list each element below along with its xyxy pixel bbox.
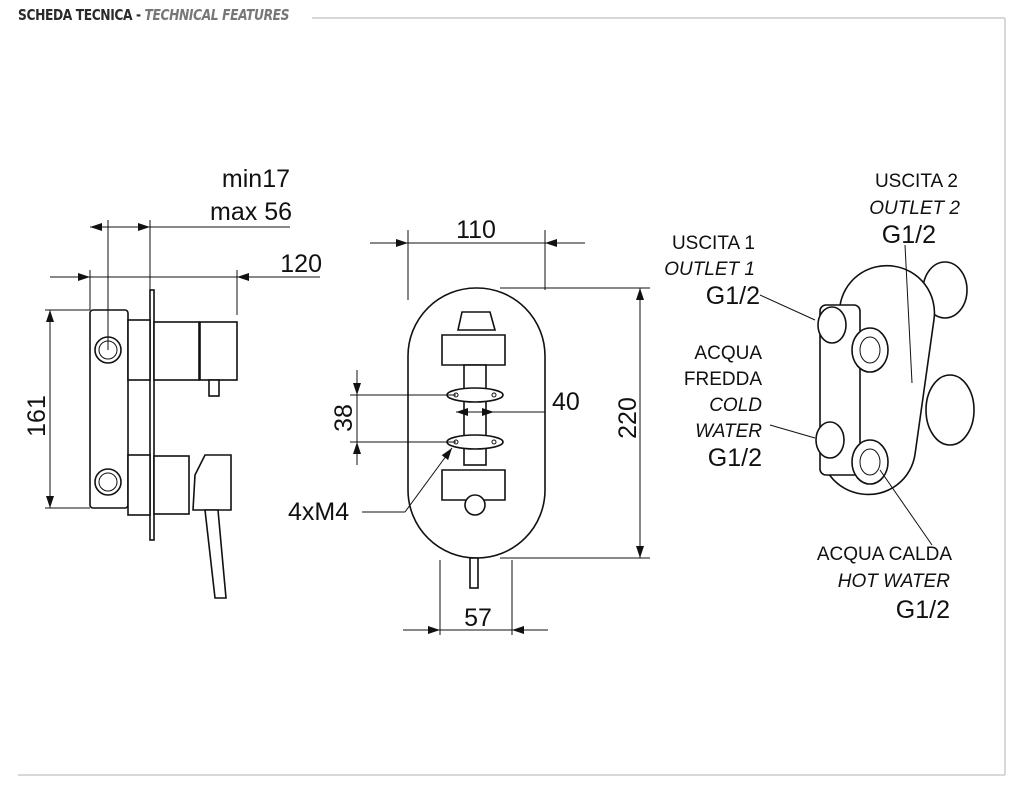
cold-en2: WATER — [695, 421, 762, 442]
label-outlet-1: USCITA 1 OUTLET 1 G1/2 — [664, 233, 760, 310]
label-hot-water: ACQUA CALDA HOT WATER G1/2 — [817, 544, 952, 624]
hot-size: G1/2 — [896, 596, 950, 624]
dim-screw-vertical: 38 — [330, 404, 358, 432]
hot-it: ACQUA CALDA — [817, 544, 952, 565]
outlet1-it: USCITA 1 — [672, 233, 755, 254]
front-view: 110 220 38 40 4xM4 57 — [288, 216, 650, 635]
hot-en: HOT WATER — [838, 571, 951, 592]
page-header: SCHEDA TECNICA - TECHNICAL FEATURES — [18, 6, 290, 24]
dim-depth-max: max 56 — [210, 198, 292, 226]
cold-it2: FREDDA — [684, 369, 762, 390]
dim-depth-min: min17 — [222, 165, 290, 193]
cold-en1: COLD — [709, 395, 762, 416]
outlet2-it: USCITA 2 — [875, 171, 958, 192]
header-title-it: SCHEDA TECNICA — [18, 6, 133, 24]
dim-bottom-width: 57 — [464, 604, 492, 632]
page-frame — [18, 17, 1006, 776]
outlet2-size: G1/2 — [882, 221, 936, 249]
label-outlet-2: USCITA 2 OUTLET 2 G1/2 — [869, 171, 960, 249]
dim-screw-horizontal: 40 — [552, 388, 580, 416]
outlet1-size: G1/2 — [706, 282, 760, 310]
label-screws: 4xM4 — [288, 498, 349, 526]
cold-size: G1/2 — [708, 444, 762, 472]
header-title-en: TECHNICAL FEATURES — [144, 6, 290, 24]
label-cold-water: ACQUA FREDDA COLD WATER G1/2 — [684, 343, 762, 472]
isometric-view — [759, 244, 975, 546]
dim-front-height: 220 — [614, 397, 642, 439]
header-separator: - — [135, 6, 141, 24]
outlet2-en: OUTLET 2 — [869, 198, 960, 219]
dim-projection: 120 — [280, 250, 322, 278]
outlet1-en: OUTLET 1 — [664, 259, 755, 280]
side-view: min17 max 56 120 161 — [23, 165, 322, 599]
cold-it1: ACQUA — [694, 343, 762, 364]
dim-front-width: 110 — [456, 216, 496, 244]
dim-side-height: 161 — [23, 395, 51, 437]
